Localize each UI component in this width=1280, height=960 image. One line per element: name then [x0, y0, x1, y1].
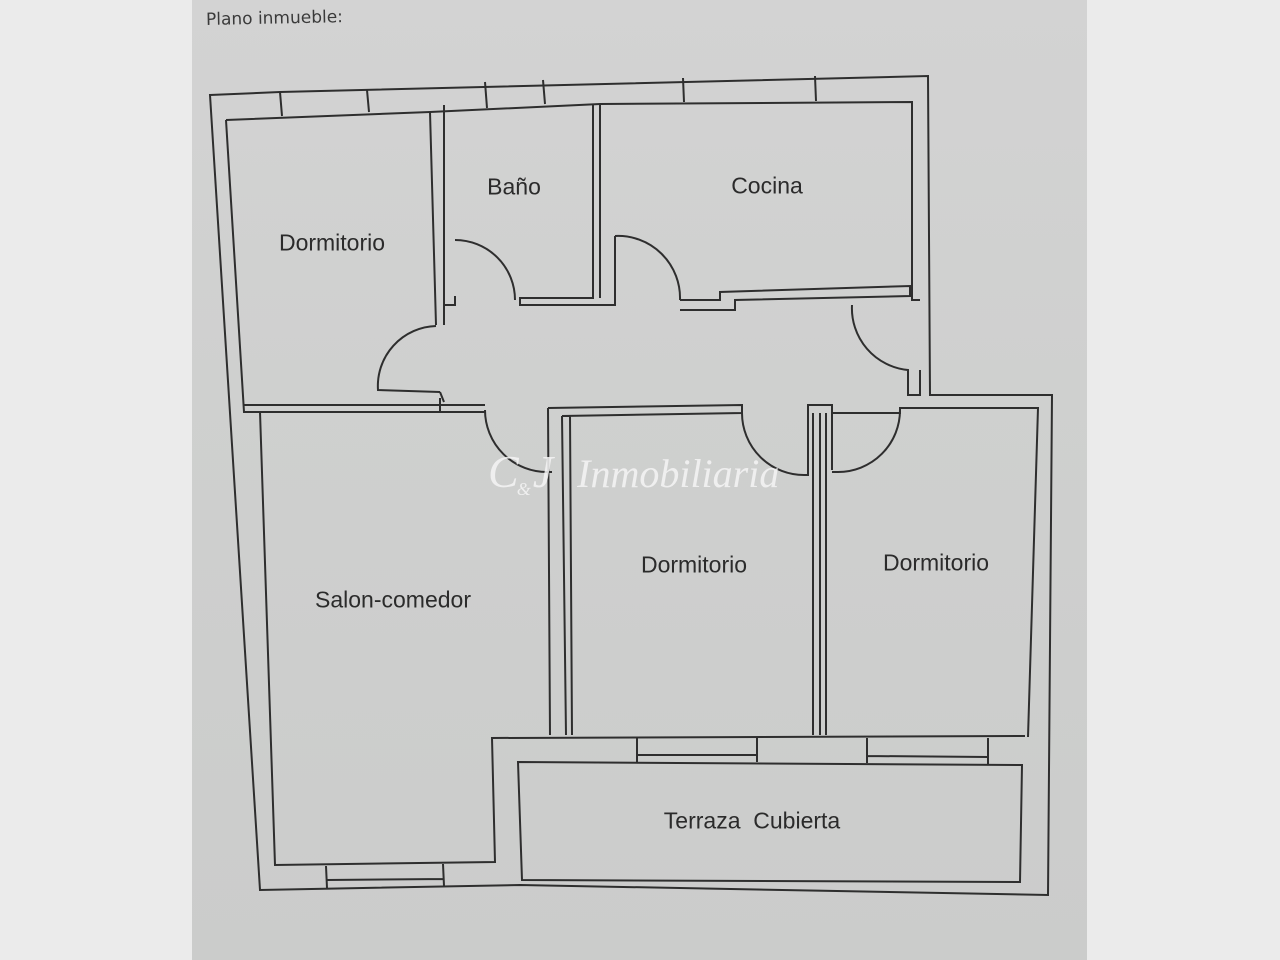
dormitorio-2-wall	[547, 403, 743, 736]
room-label-salon-comedor: Salon-comedor	[315, 586, 471, 613]
room-label-dormitorio-3: Dormitorio	[882, 549, 990, 576]
door-dormitorio-2	[741, 404, 833, 477]
outer-wall-outer	[208, 74, 1054, 897]
watermark-text: Inmobiliaria	[577, 451, 780, 496]
room-label-terraza: Terraza Cubierta	[663, 807, 841, 834]
window-terraza-1	[636, 738, 758, 762]
watermark-logo-amp: &	[516, 479, 531, 499]
window-terraza-2	[866, 738, 989, 764]
hallway-wall	[244, 404, 485, 413]
window-top-3	[682, 75, 817, 103]
dormitorio-3-wall	[812, 407, 1040, 738]
room-label-dormitorio-1: Dormitorio	[278, 229, 386, 256]
window-top-2	[484, 79, 546, 109]
outer-wall-inner	[225, 100, 920, 301]
room-label-dormitorio-2: Dormitorio	[640, 551, 748, 578]
room-label-cocina: Cocina	[731, 172, 803, 199]
floor-plan-photo	[192, 0, 1087, 960]
cocina-wall	[614, 236, 911, 311]
door-cocina	[614, 234, 682, 301]
window-salon	[325, 863, 445, 889]
bano-wall	[444, 104, 616, 306]
door-bano	[454, 239, 516, 301]
salon-wall	[259, 411, 1026, 867]
room-label-bano: Baño	[487, 173, 541, 200]
door-dormitorio-1	[376, 325, 445, 403]
dormitorio-1-wall	[225, 105, 445, 413]
door-salon	[484, 409, 552, 474]
watermark-logo-c: C	[488, 446, 519, 497]
watermark-logo-j: J	[532, 446, 554, 497]
door-hall-right	[850, 304, 921, 396]
terraza-wall	[516, 760, 1024, 884]
watermark: C&J Inmobiliaria	[488, 445, 779, 500]
window-top-1	[279, 89, 370, 117]
door-dormitorio-3	[832, 409, 901, 473]
